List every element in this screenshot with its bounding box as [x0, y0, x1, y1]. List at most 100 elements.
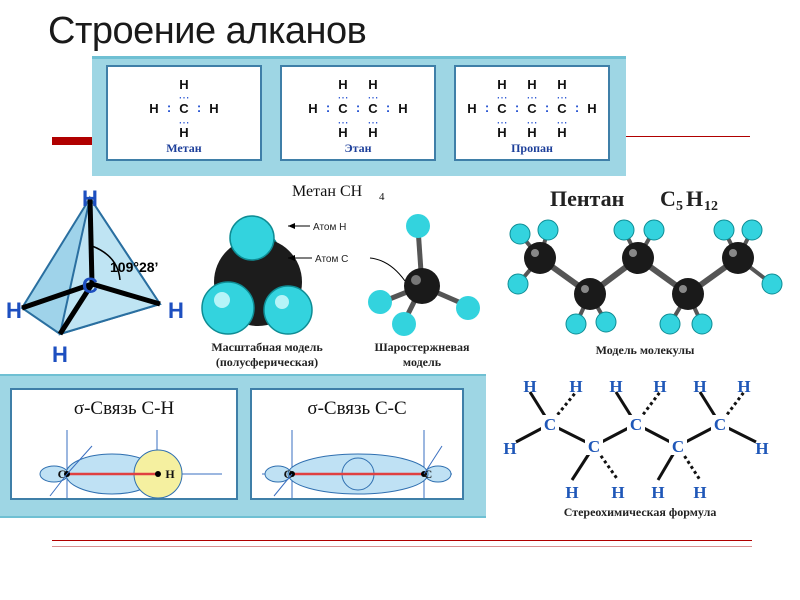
sigma-cc-title: σ-Связь С-С — [307, 398, 407, 419]
pentane-heading-sub1: 5 — [676, 199, 683, 214]
atom-c-center: C — [82, 273, 98, 298]
electron-pair: ⋯ — [497, 92, 508, 104]
atom-h: H — [149, 101, 158, 116]
tetrahedron-figure: H C H H H 109°28’ — [6, 186, 184, 367]
electron-pair: : — [167, 100, 171, 115]
atom-h: H — [587, 101, 596, 116]
electron-pair: ⋯ — [179, 117, 190, 129]
atom-h-bottom: H — [52, 342, 68, 367]
hydrogen-atom — [741, 219, 763, 241]
methane-models: H C H H H 109°28’ Метан CH 4 Атом Н Атом… — [0, 176, 490, 376]
hydrogen-atom — [565, 313, 587, 335]
sigma-ch-title: σ-Связь С-Н — [73, 398, 175, 419]
hydrogen-atom — [713, 219, 735, 241]
atom-h: H — [209, 101, 218, 116]
pentane-heading-h: H — [686, 186, 703, 211]
atom-h: H — [368, 77, 377, 92]
atom-h: H — [179, 125, 188, 140]
atom-h: H — [651, 483, 664, 502]
bond-angle-label: 109°28’ — [110, 259, 158, 275]
sigma-ch-diagram: С Н — [39, 430, 222, 499]
atom-h-top: H — [82, 186, 98, 211]
electron-pair: : — [326, 100, 330, 115]
atom-h: H — [503, 439, 516, 458]
label-bg — [627, 415, 645, 433]
atom-h-right: H — [168, 298, 184, 323]
sigma-cc-diagram: С С — [262, 430, 452, 498]
caption-ball-stick: Шаростержневая модель — [374, 340, 470, 369]
electron-pair: : — [356, 100, 360, 115]
electron-pair: : — [545, 100, 549, 115]
atom-c: C — [630, 415, 642, 434]
atom-h: H — [609, 377, 622, 396]
electron-pair: : — [386, 100, 390, 115]
decor-red-bar — [52, 137, 94, 145]
decor-red-line — [626, 136, 750, 137]
ball-stick-model — [368, 214, 480, 336]
label-bg — [541, 415, 559, 433]
highlight — [629, 249, 637, 257]
carbon-atom — [574, 278, 606, 310]
sigma-ch-c: С — [58, 467, 67, 481]
atom-h: H — [467, 101, 476, 116]
sigma-bond-strip: σ-Связь С-Н С Н σ-Связь С-С — [0, 374, 486, 518]
atom-h: H — [497, 77, 506, 92]
atom-h: H — [565, 483, 578, 502]
electron-pair: : — [197, 100, 201, 115]
atom-c: C — [557, 101, 567, 116]
atom-c: C — [527, 101, 537, 116]
electron-pair: : — [575, 100, 579, 115]
pentane-heading-name: Пентан — [550, 186, 625, 211]
atom-h: H — [523, 377, 536, 396]
atom-h: H — [179, 77, 188, 92]
highlight — [729, 249, 737, 257]
atom-c: C — [368, 101, 378, 116]
atom-c: C — [714, 415, 726, 434]
pentane-heading-c: C — [660, 186, 676, 211]
atom-h: H — [611, 483, 624, 502]
card-label: Пропан — [511, 141, 553, 155]
sigma-cc-c1: С — [284, 467, 293, 481]
sigma-cc-c2: С — [424, 467, 433, 481]
label-atom-c: Атом С — [315, 254, 348, 265]
hydrogen-atom — [537, 219, 559, 241]
methane-heading-sub: 4 — [379, 191, 385, 203]
atom-c: C — [544, 415, 556, 434]
highlight — [531, 249, 539, 257]
decor-red-line-bottom — [52, 540, 752, 541]
atom-h: H — [338, 77, 347, 92]
atom-h: H — [368, 125, 377, 140]
atom-c: C — [338, 101, 348, 116]
electron-pair: : — [515, 100, 519, 115]
caption-stereo-formula: Стереохимическая формула — [564, 505, 717, 519]
atom-h: H — [557, 77, 566, 92]
electron-pair: ⋯ — [527, 117, 538, 129]
methane-heading: Метан CH — [292, 183, 363, 200]
electron-pair: ⋯ — [338, 117, 349, 129]
caption-space-filling: Масштабная модель (полусферическая) — [211, 340, 323, 369]
hydrogen-atom — [761, 273, 783, 295]
page-title: Строение алканов — [48, 10, 367, 52]
electron-pair: : — [485, 100, 489, 115]
electron-pair: ⋯ — [527, 92, 538, 104]
atom-h: H — [693, 483, 706, 502]
decor-red-line-bottom2 — [52, 546, 752, 547]
hydrogen-atom — [613, 219, 635, 241]
hydrogen-atom — [509, 223, 531, 245]
hydrogen-atom — [595, 311, 617, 333]
atom-c: C — [179, 101, 189, 116]
sigma-cc-card: σ-Связь С-С С С — [250, 388, 464, 500]
atom-h: H — [527, 125, 536, 140]
atom-h: H — [755, 439, 768, 458]
electron-pair: ⋯ — [497, 117, 508, 129]
atom-c: C — [672, 437, 684, 456]
caption-molecule-model: Модель молекулы — [596, 343, 695, 357]
electron-pair: ⋯ — [368, 92, 379, 104]
